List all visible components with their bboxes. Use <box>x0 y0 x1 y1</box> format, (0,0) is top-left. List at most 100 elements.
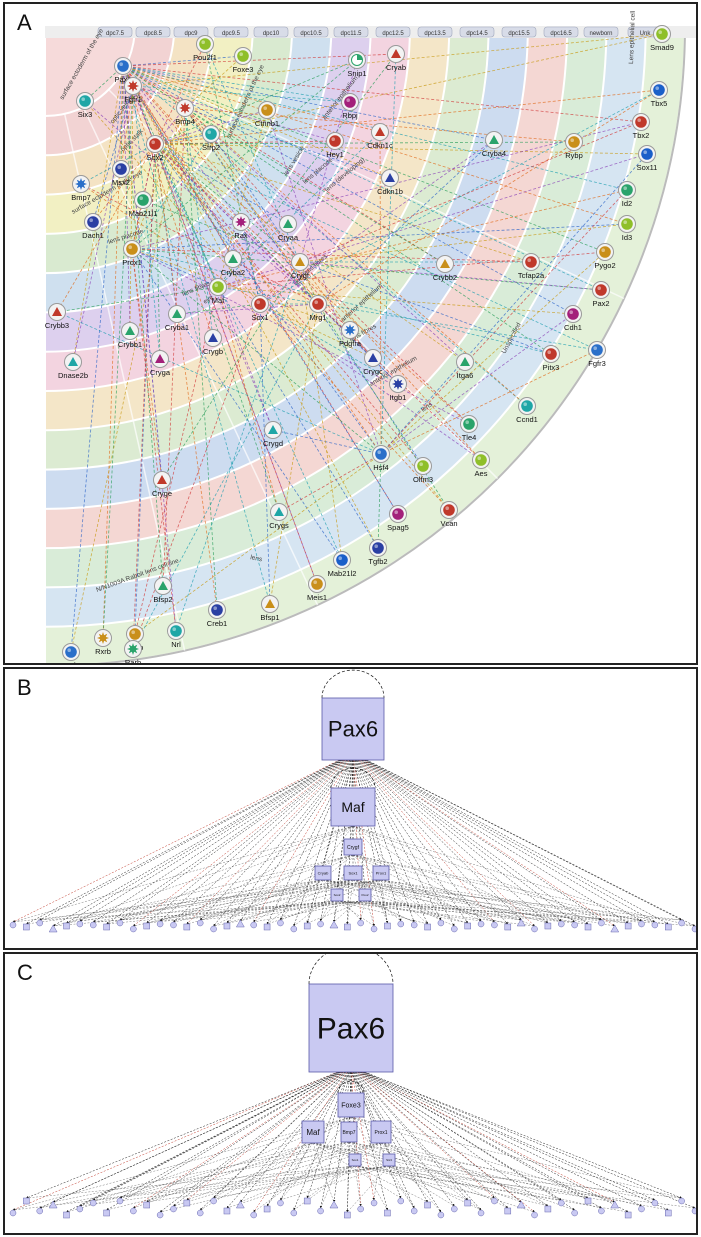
hub-node: Maf <box>301 1120 325 1144</box>
leaf-node-circle <box>491 921 498 929</box>
leaf-node-circle <box>651 921 659 929</box>
network-edge <box>133 759 345 927</box>
gene-node-circle <box>443 504 455 516</box>
network-edge <box>359 1071 575 1211</box>
regulatory-edge <box>184 107 446 265</box>
gene-node-triangle <box>228 254 238 263</box>
self-loop <box>321 669 385 699</box>
regulatory-edge <box>84 65 124 102</box>
network-edge <box>354 1165 696 1209</box>
gene-node-triangle <box>158 581 168 590</box>
self-loop <box>308 954 394 985</box>
gene-node-highlight <box>465 420 470 425</box>
gene-node-circle <box>205 128 217 140</box>
regulatory-edge <box>92 85 134 223</box>
network-edge <box>352 879 669 925</box>
gene-label: Rarb <box>125 658 141 665</box>
leaf-node-triangle <box>516 918 526 927</box>
regulatory-edge <box>154 143 399 385</box>
hub-node: Pou2 <box>358 888 372 902</box>
leaf-node-circle <box>130 1207 137 1215</box>
network-edge <box>12 1071 338 1211</box>
gene-node-triangle <box>268 425 278 434</box>
network-edge <box>253 879 324 923</box>
gene-label: Tbx5 <box>651 99 668 108</box>
gene-node: Id3 <box>618 215 636 242</box>
gene-node: Crygd <box>263 421 283 448</box>
leaf-node-square <box>183 1199 191 1207</box>
network-edge <box>352 825 495 923</box>
regulatory-edge <box>299 261 602 292</box>
regulatory-edge <box>259 303 374 359</box>
regulatory-edge <box>217 286 281 513</box>
gene-node: Itgb1 <box>389 375 407 402</box>
gene-label: Mafa <box>63 661 81 665</box>
network-edge <box>380 879 548 924</box>
network-edge <box>336 900 589 925</box>
leaf-node-circle <box>451 925 458 933</box>
gene-node: Sox1 <box>251 295 269 322</box>
network-edge <box>226 759 349 924</box>
network-edge <box>350 1116 682 1199</box>
stage-label: dpc10 <box>263 31 280 37</box>
network-edge <box>360 759 535 927</box>
stage-tab <box>583 26 619 38</box>
gene-node: Pitx3 <box>542 345 560 372</box>
network-edge <box>352 825 442 921</box>
gene-node-highlight <box>263 106 268 110</box>
stage-label: dpc7.5 <box>106 31 125 37</box>
hub-label: Bmp7 <box>342 1130 355 1136</box>
regulatory-edge <box>84 100 319 305</box>
gene-node-circle <box>237 50 249 62</box>
gene-node-highlight <box>67 648 71 652</box>
gene-node-highlight <box>346 98 351 102</box>
region-label: lens <box>250 554 264 563</box>
leaf-node-circle <box>317 1207 324 1215</box>
leaf-node-triangle <box>235 919 245 928</box>
regulatory-edge <box>131 107 186 250</box>
hub-box <box>348 1153 362 1167</box>
hub-node: Prox1 <box>370 1120 392 1144</box>
hub-label: Crygf <box>347 845 360 851</box>
network-edge <box>106 759 344 925</box>
network-edge <box>26 1165 356 1199</box>
stage-label: dpc11.5 <box>341 31 363 37</box>
gene-label: Rbpj <box>342 111 358 120</box>
stage-label: dpc14.5 <box>466 31 488 37</box>
network-edge <box>240 1071 347 1203</box>
gene-node-highlight <box>89 218 93 222</box>
leaf-node-circle <box>130 925 137 933</box>
network-edge <box>173 759 346 923</box>
network-edge <box>307 1142 382 1199</box>
gene-label: Rybp <box>565 151 583 160</box>
network-edge <box>322 879 682 921</box>
network-edge <box>160 854 354 922</box>
network-edge <box>352 879 615 927</box>
gene-node-circle <box>254 298 266 310</box>
gene-node-circle <box>129 628 141 640</box>
gene-node: Mab21l2 <box>328 551 356 578</box>
network-edge <box>93 879 324 923</box>
regulatory-edge <box>132 85 382 455</box>
regulatory-edge <box>184 107 289 225</box>
gene-label: Bmp4 <box>175 117 195 126</box>
gene-node: Tgfb2 <box>368 539 388 566</box>
leaf-node-square <box>424 1201 431 1209</box>
regulatory-edge <box>154 32 663 145</box>
gene-node-triangle <box>460 357 470 366</box>
network-edge <box>280 1165 390 1201</box>
gene-node: Vcan <box>440 501 458 528</box>
regulatory-edge <box>380 251 606 455</box>
regulatory-edge <box>122 65 261 305</box>
gene-node-circle <box>621 218 633 230</box>
gene-label: Prox1 <box>122 258 142 267</box>
stage-tab <box>543 26 579 38</box>
band-divider <box>126 63 625 300</box>
regulatory-edge <box>132 85 318 585</box>
gene-node: Cdkn1b <box>377 169 403 196</box>
regulatory-edge <box>154 143 382 455</box>
gene-node-pie-slice <box>357 54 363 60</box>
hub-box <box>343 838 363 856</box>
gene-label: Dach1 <box>82 231 104 240</box>
